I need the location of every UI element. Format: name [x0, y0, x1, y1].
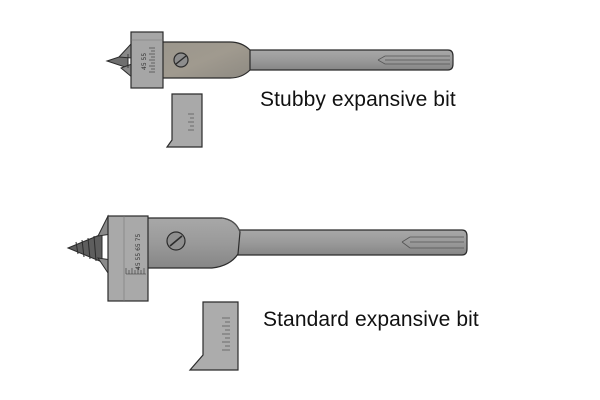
stubby-shank	[239, 49, 454, 71]
standard-pilot-screw	[66, 233, 103, 263]
stubby-scale-numbers: 45 55	[141, 53, 148, 70]
standard-body	[145, 217, 241, 269]
standard-detached-cutter	[188, 301, 239, 371]
stubby-expansive-bit: 45 55	[105, 31, 454, 148]
standard-cutter-ticks	[222, 317, 230, 351]
standard-scale-ticks	[125, 268, 146, 275]
stubby-cutter-block	[130, 31, 164, 89]
standard-scale-numbers: 45 55 65 75	[135, 234, 142, 270]
stubby-bit-label: Stubby expansive bit	[260, 88, 456, 111]
stubby-scale-ticks	[149, 47, 155, 73]
stubby-body	[161, 41, 251, 79]
stubby-cutter-ticks	[188, 113, 194, 131]
standard-expansive-bit: 45 55 65 75	[66, 214, 468, 371]
standard-cutter-block	[107, 215, 149, 302]
standard-bit-label: Standard expansive bit	[263, 308, 479, 331]
standard-shank	[231, 229, 468, 256]
